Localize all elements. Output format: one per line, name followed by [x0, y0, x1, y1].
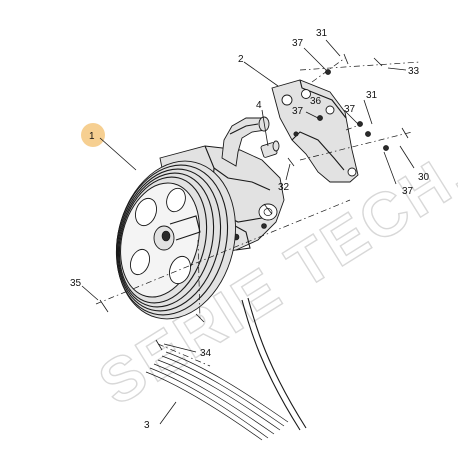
- leader-lines: [81, 39, 415, 425]
- callout-2: 2: [238, 54, 244, 65]
- fastener-markers: [99, 53, 409, 351]
- callout-34: 34: [200, 348, 212, 359]
- callout-1: 1: [89, 131, 95, 142]
- callout-37-bottom: 37: [402, 186, 414, 197]
- callout-labels: 1 2 3 4 30 31 31 32 33 34 35 36 37 37 37…: [70, 28, 430, 431]
- pulley: [115, 160, 236, 320]
- callout-30: 30: [418, 172, 430, 183]
- callout-4: 4: [256, 100, 262, 111]
- callout-36: 36: [310, 96, 322, 107]
- callout-3: 3: [144, 420, 150, 431]
- callout-32: 32: [278, 182, 290, 193]
- callout-33: 33: [408, 66, 420, 77]
- mounting-bracket: [271, 79, 359, 183]
- callout-37-middle: 37: [344, 104, 356, 115]
- drive-belt: [145, 297, 307, 441]
- callout-35: 35: [70, 278, 82, 289]
- callout-37-top: 37: [292, 38, 304, 49]
- pressure-fitting: [260, 140, 280, 158]
- callout-highlight: [81, 123, 105, 147]
- callout-31-right: 31: [366, 90, 378, 101]
- callout-37-left: 37: [292, 106, 304, 117]
- callout-31-top: 31: [316, 28, 328, 39]
